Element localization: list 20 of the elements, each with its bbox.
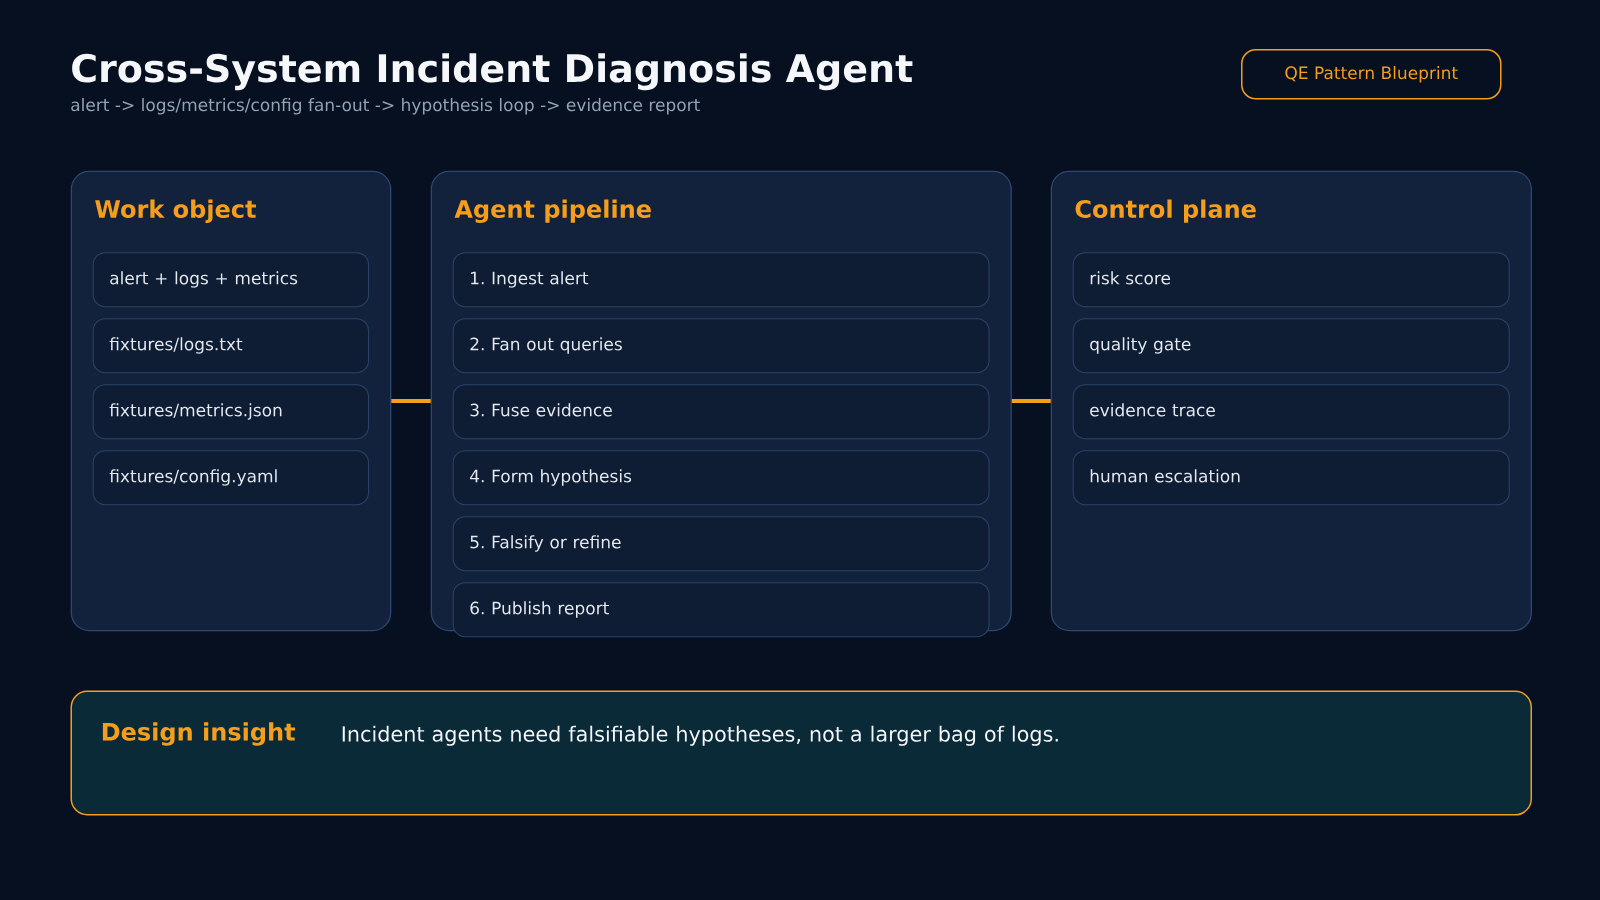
connector-line [1011,399,1051,403]
item-box: alert + logs + metrics [92,252,369,308]
subtitle: alert -> logs/metrics/config fan-out -> hypothesis loop -> evidence report [71,98,700,115]
item-box: fixtures/logs.txt [92,318,369,374]
insight-panel: Design insight Incident agents need falsifiable hypotheses, not a larger bag of logs. [70,690,1532,816]
connector-line [391,399,431,403]
title: Cross-System Incident Diagnosis Agent [72,53,913,91]
item-box: 5. Falsify or refine [452,516,990,572]
item-box: fixtures/config.yaml [92,450,369,506]
item-box: fixtures/metrics.json [92,384,369,440]
item-box: 4. Form hypothesis [452,450,990,506]
item-box: risk score [1072,252,1510,308]
item-box: 1. Ingest alert [452,252,990,308]
item-box: 3. Fuse evidence [452,384,990,440]
item-box: human escalation [1072,450,1510,506]
item-box: quality gate [1072,318,1510,374]
badge: QE Pattern Blueprint [1241,49,1502,100]
item-box: 6. Publish report [452,582,990,638]
item-box: 2. Fan out queries [452,318,990,374]
item-box: evidence trace [1072,384,1510,440]
